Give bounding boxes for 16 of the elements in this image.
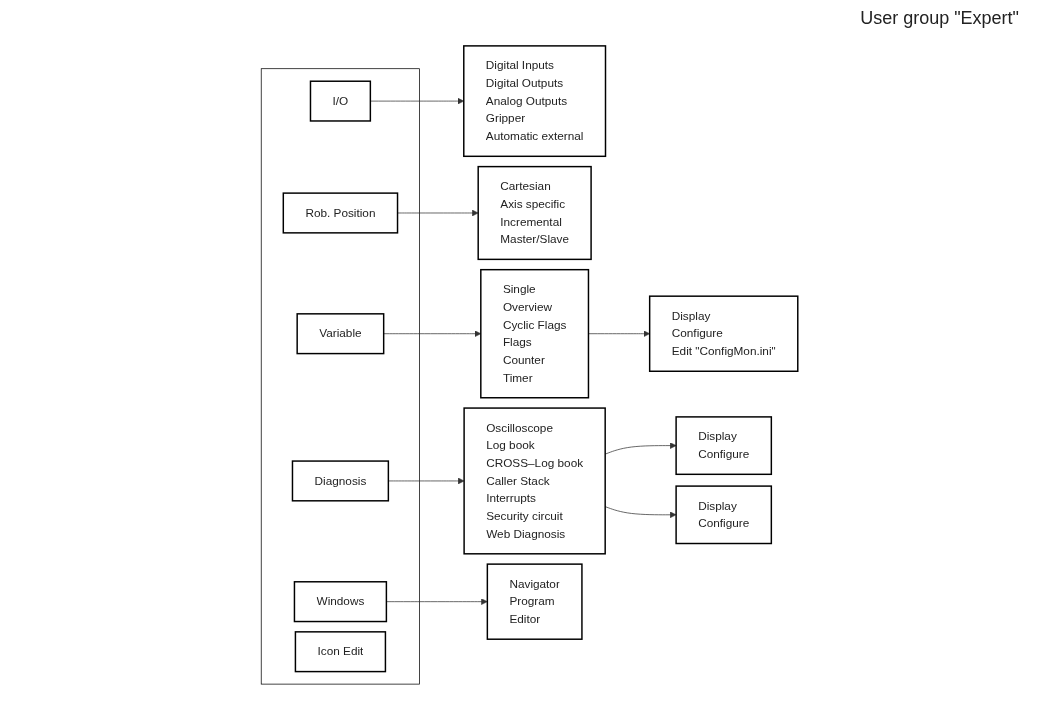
node-box: Oscilloscope Log book CROSS–Log book Caller Stack Interrupts Security circuit Web Diagnosis (463, 407, 606, 555)
diagram-title: User group "Expert" (860, 8, 1019, 29)
node-box: Variable (296, 313, 385, 355)
node-box: Navigator Program Editor (486, 563, 583, 640)
node-box: Windows (293, 581, 388, 623)
node-box: Display Configure Edit "ConfigMon.ini" (648, 295, 799, 372)
node-box: Icon Edit (294, 631, 387, 673)
node-box: Digital Inputs Digital Outputs Analog Outputs Gripper Automatic external (463, 45, 607, 158)
node-box: Display Configure (675, 416, 773, 476)
node-box: Single Overview Cyclic Flags Flags Counter Timer (480, 268, 590, 399)
node-box: I/O (309, 80, 372, 122)
cluster (260, 68, 420, 685)
node-box: Cartesian Axis specific Incremental Master/Slave (477, 165, 592, 261)
node-box: Diagnosis (291, 460, 390, 502)
node-box: Display Configure (675, 485, 773, 545)
node-box: Rob. Position (282, 192, 399, 234)
